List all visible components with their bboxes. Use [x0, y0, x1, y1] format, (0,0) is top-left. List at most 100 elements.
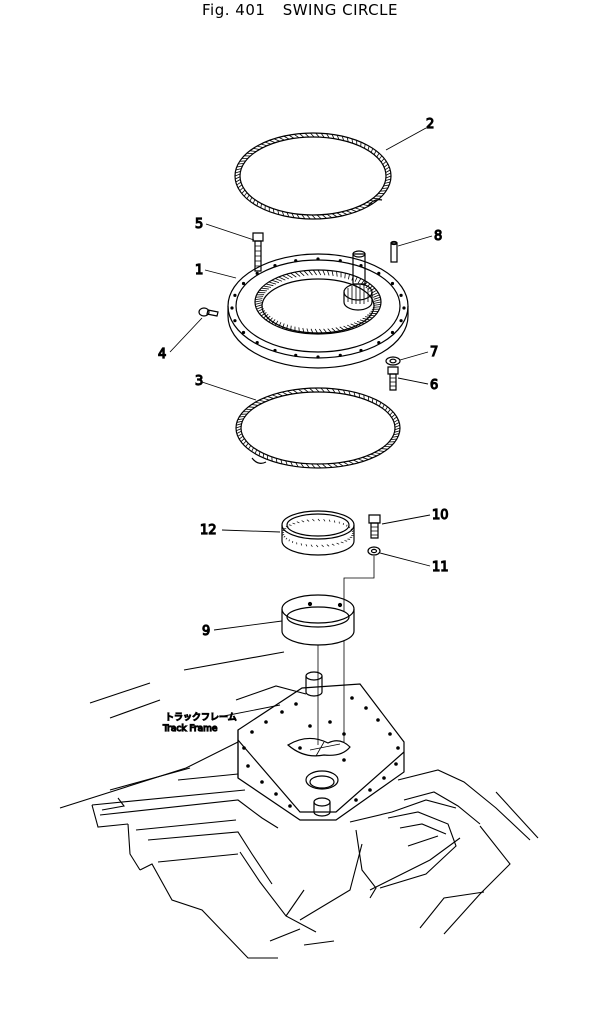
- label-part-3: 3: [195, 374, 203, 389]
- dust-seal-mark: [341, 542, 344, 543]
- seal-hatch-mark: [269, 140, 275, 142]
- seal-hatch-mark: [239, 436, 243, 439]
- seal-hatch-mark: [286, 461, 288, 465]
- gear-tooth: [323, 270, 325, 275]
- seal-hatch-mark: [371, 148, 373, 152]
- seal-hatch-mark: [386, 173, 391, 175]
- dust-seal-mark: [329, 520, 330, 522]
- label-part-4: 4: [158, 347, 166, 362]
- plate-bolt-hole: [308, 724, 312, 728]
- plate-bolt-hole: [298, 746, 302, 750]
- dust-seal-mark: [289, 540, 290, 542]
- seal-hatch-mark: [261, 204, 262, 208]
- seal-hatch-mark: [246, 443, 249, 446]
- gear-tooth: [357, 321, 364, 323]
- plate-bolt-hole: [342, 758, 346, 762]
- seal-ring-upper: [235, 133, 391, 219]
- seal-hatch-mark: [370, 200, 376, 201]
- bolt-hole: [399, 293, 403, 297]
- seal-hatch-mark: [327, 134, 330, 138]
- seal-hatch-mark: [263, 454, 264, 458]
- gear-tooth: [269, 318, 273, 322]
- dust-seal-mark: [293, 523, 296, 524]
- seal-hatch-mark: [257, 146, 263, 147]
- seal-hatch-mark: [386, 170, 391, 172]
- dust-seal-mark: [351, 529, 352, 530]
- bolt-hole: [316, 355, 320, 359]
- gear-tooth: [263, 314, 268, 318]
- gear-tooth: [332, 271, 333, 276]
- seal-hatch-mark: [332, 214, 337, 217]
- seal-hatch-mark: [237, 166, 243, 167]
- dust-seal-mark: [327, 545, 329, 547]
- gear-tooth: [287, 274, 293, 278]
- gear-tooth: [337, 271, 338, 276]
- gear-tooth: [283, 324, 285, 329]
- seal-hatch-mark: [385, 167, 389, 170]
- gear-tooth: [374, 297, 381, 299]
- seal-hatch-mark: [338, 389, 341, 393]
- seal-hatch-mark: [240, 187, 244, 190]
- seal-hatch-mark: [384, 164, 388, 167]
- plate-bolt-hole: [280, 710, 284, 714]
- gear-tooth: [299, 271, 304, 275]
- plate-bolt-hole: [342, 732, 346, 736]
- seal-hatch-mark: [304, 389, 309, 393]
- plate-bolt-hole: [354, 798, 358, 802]
- gear-tooth: [272, 319, 275, 323]
- dust-seal-mark: [337, 543, 340, 544]
- seal-hatch-mark: [394, 431, 399, 433]
- seal-hatch-mark: [371, 454, 377, 456]
- seal-hatch-mark: [259, 400, 265, 402]
- plate-bolt-hole: [264, 720, 268, 724]
- seal-hatch-mark: [263, 398, 269, 400]
- bolt-hole: [230, 306, 234, 310]
- swing-circle-bearing: [228, 251, 408, 368]
- seal-hatch-mark: [294, 134, 299, 137]
- seal-hatch-mark: [276, 458, 277, 462]
- gear-tooth: [255, 301, 262, 302]
- gear-tooth: [269, 282, 276, 284]
- seal-hatch-mark: [332, 389, 335, 393]
- seal-hatch-mark: [322, 215, 326, 219]
- gear-tooth: [255, 299, 262, 300]
- seal-hatch-mark: [374, 452, 380, 453]
- seal-hatch-mark: [346, 211, 352, 214]
- seal-hatch-mark: [238, 419, 244, 420]
- seal-hatch-mark: [381, 159, 384, 162]
- seal-hatch-mark: [297, 214, 300, 218]
- seal-hatch-mark: [383, 161, 387, 164]
- seal-hatch-mark: [235, 174, 240, 176]
- seal-hatch-mark: [347, 137, 348, 141]
- seal-hatch-mark: [385, 407, 387, 411]
- gear-tooth: [256, 305, 263, 307]
- seal-hatch-mark: [321, 388, 325, 392]
- seal-hatch-mark: [382, 188, 388, 189]
- bolt-hole: [233, 293, 237, 297]
- gear-tooth: [355, 277, 357, 282]
- bolt-hole: [377, 271, 381, 275]
- plate-bolt-hole: [388, 732, 392, 736]
- figure-name: SWING CIRCLE: [282, 1, 398, 19]
- gear-tooth: [303, 328, 304, 333]
- bolt-6: [388, 367, 398, 390]
- seal-hatch-mark: [268, 396, 274, 398]
- gear-tooth: [340, 327, 346, 331]
- seal-hatch-mark: [305, 133, 309, 137]
- seal-hatch-mark: [317, 215, 321, 219]
- plate-bolt-hole: [368, 788, 372, 792]
- plate-bolt-hole: [394, 762, 398, 766]
- seal-hatch-mark: [317, 464, 321, 468]
- gear-tooth: [315, 329, 318, 334]
- seal-hatch-mark: [238, 163, 244, 164]
- seal-hatch-mark: [359, 393, 360, 397]
- seal-hatch-mark: [353, 460, 359, 463]
- seal-hatch-mark: [296, 462, 299, 466]
- seal-hatch-mark: [298, 389, 303, 392]
- seal-hatch-mark: [287, 391, 292, 394]
- gear-tooth: [370, 288, 375, 291]
- gear-tooth: [287, 325, 288, 330]
- bolt-hole: [390, 281, 395, 286]
- seal-hatch-mark: [282, 392, 288, 395]
- seal-hatch-mark: [306, 464, 309, 468]
